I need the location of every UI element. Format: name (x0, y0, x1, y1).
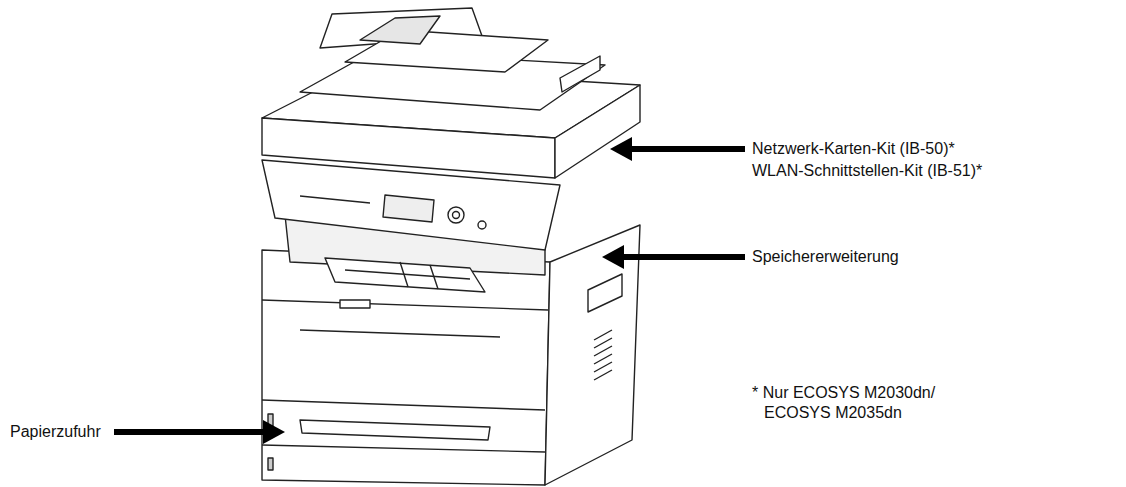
vent-line (594, 370, 612, 380)
part-name: Speichererweiterung (752, 247, 899, 267)
feeder-stop (560, 56, 600, 92)
output-tray (325, 258, 485, 292)
feeder-slot (360, 16, 440, 44)
paper-gauge (268, 458, 273, 470)
body-front (262, 250, 550, 485)
tray-line (430, 265, 438, 289)
pointer-line (114, 429, 266, 435)
pointer-line (628, 146, 745, 152)
cover-line (262, 300, 548, 310)
lcd-display (383, 195, 434, 222)
vent-line (594, 362, 612, 372)
panel-button (453, 212, 460, 219)
body-side (545, 225, 640, 485)
tray-line (345, 270, 470, 279)
scanner-side (555, 85, 640, 178)
vent-line (594, 346, 612, 356)
part-name: Papierzufuhr (10, 422, 101, 442)
cassette-handle (300, 420, 490, 440)
footnote: * Nur ECOSYS M2030dn/ ECOSYS M2035dn (752, 383, 964, 423)
control-panel (262, 160, 560, 250)
pointer-line (620, 254, 745, 260)
bypass-line (300, 330, 500, 337)
tray-line (400, 262, 408, 287)
cassette-line (262, 445, 545, 452)
cassette-line (262, 400, 545, 410)
side-recess (588, 274, 622, 312)
part-name: Netzwerk-Karten-Kit (IB-50)* (752, 139, 955, 159)
vent-line (594, 330, 612, 340)
arrow-head (602, 245, 624, 269)
panel-button (448, 207, 464, 223)
arrow-head (610, 137, 632, 161)
printer-drawing (262, 8, 640, 485)
pointer-arrows (114, 137, 745, 444)
arrow-head (263, 420, 285, 444)
vent-line (594, 338, 612, 348)
panel-line (300, 196, 370, 203)
cover-handle (340, 300, 370, 308)
vent-line (594, 354, 612, 364)
part-name: WLAN-Schnittstellen-Kit (IB-51)* (752, 161, 982, 181)
panel-button (478, 221, 486, 229)
